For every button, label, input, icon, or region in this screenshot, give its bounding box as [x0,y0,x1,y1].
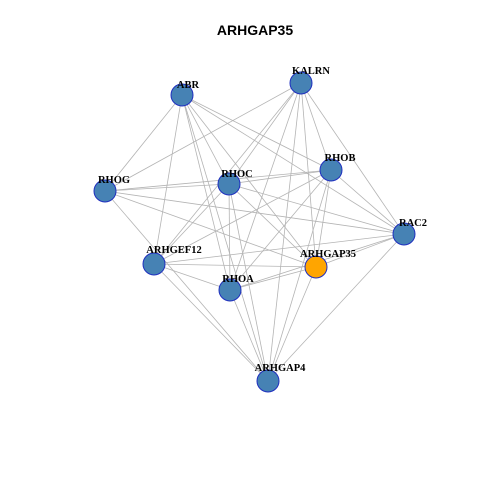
edge-layer [104,82,405,382]
node-label-rhoa: RHOA [222,274,254,285]
edge-kalrn-rhoa [229,82,302,291]
node-label-abr: ABR [177,80,200,91]
edge-rac2-arhgap4 [267,233,405,382]
node-layer [93,71,416,393]
node-label-arhgap4: ARHGAP4 [255,363,306,374]
edge-rhoa-arhgap35 [229,266,317,291]
node-label-kalrn: KALRN [292,66,330,77]
node-rhog[interactable] [93,179,117,203]
edge-arhgef12-rhoa [153,263,231,291]
edge-kalrn-arhgap35 [300,82,317,268]
node-label-arhgef12: ARHGEF12 [146,245,201,256]
edge-kalrn-rac2 [300,82,405,235]
node-arhgap4[interactable] [256,369,280,393]
edge-rhog-arhgap4 [104,190,269,382]
edge-kalrn-rhob [300,82,332,171]
edge-abr-rhob [181,94,332,171]
edge-abr-rhoa [181,94,231,291]
node-label-rac2: RAC2 [399,218,427,229]
edge-kalrn-arhgap4 [267,82,302,382]
edge-arhgef12-arhgap35 [153,263,317,268]
node-rac2[interactable] [392,222,416,246]
node-arhgap35[interactable] [304,255,328,279]
edge-rhog-rac2 [104,190,405,235]
node-label-rhob: RHOB [325,153,356,164]
node-label-rhog: RHOG [98,175,130,186]
edge-arhgap35-arhgap4 [267,266,317,382]
edge-rhoc-arhgap35 [228,183,317,268]
edge-abr-rhog [104,94,183,192]
node-label-arhgap35: ARHGAP35 [300,249,356,260]
edge-rhoc-rhoa [228,183,231,291]
edge-rac2-arhgef12 [153,233,405,265]
edge-rhog-rhob [104,169,332,192]
edge-rhob-arhgap4 [267,169,332,382]
edge-rhog-arhgap35 [104,190,317,268]
edge-kalrn-rhoc [228,82,302,185]
edge-rhoc-rac2 [228,183,405,235]
graph-title: ARHGAP35 [217,22,293,38]
edge-kalrn-rhog [104,82,302,192]
node-rhoc[interactable] [217,172,241,196]
node-rhoa[interactable] [218,278,242,302]
node-arhgef12[interactable] [142,252,166,276]
edge-rhob-arhgap35 [315,169,332,268]
node-kalrn[interactable] [289,71,313,95]
edge-rhog-rhoc [104,183,230,192]
edge-rhob-arhgef12 [153,169,332,265]
edge-rhoc-arhgef12 [153,183,230,265]
edge-abr-rhoc [181,94,230,185]
edge-abr-rac2 [181,94,405,235]
edge-rhoc-arhgap4 [228,183,269,382]
edge-rhoc-rhob [228,169,332,185]
edge-rac2-arhgap35 [315,233,405,268]
edge-abr-arhgef12 [153,94,183,265]
node-label-rhoc: RHOC [221,169,253,180]
edge-abr-arhgap4 [181,94,269,382]
node-abr[interactable] [170,83,194,107]
edge-rhob-rhoa [229,169,332,291]
edge-rhob-rac2 [330,169,405,235]
edge-arhgef12-arhgap4 [153,263,269,382]
node-rhob[interactable] [319,158,343,182]
edge-rhoa-arhgap4 [229,289,269,382]
